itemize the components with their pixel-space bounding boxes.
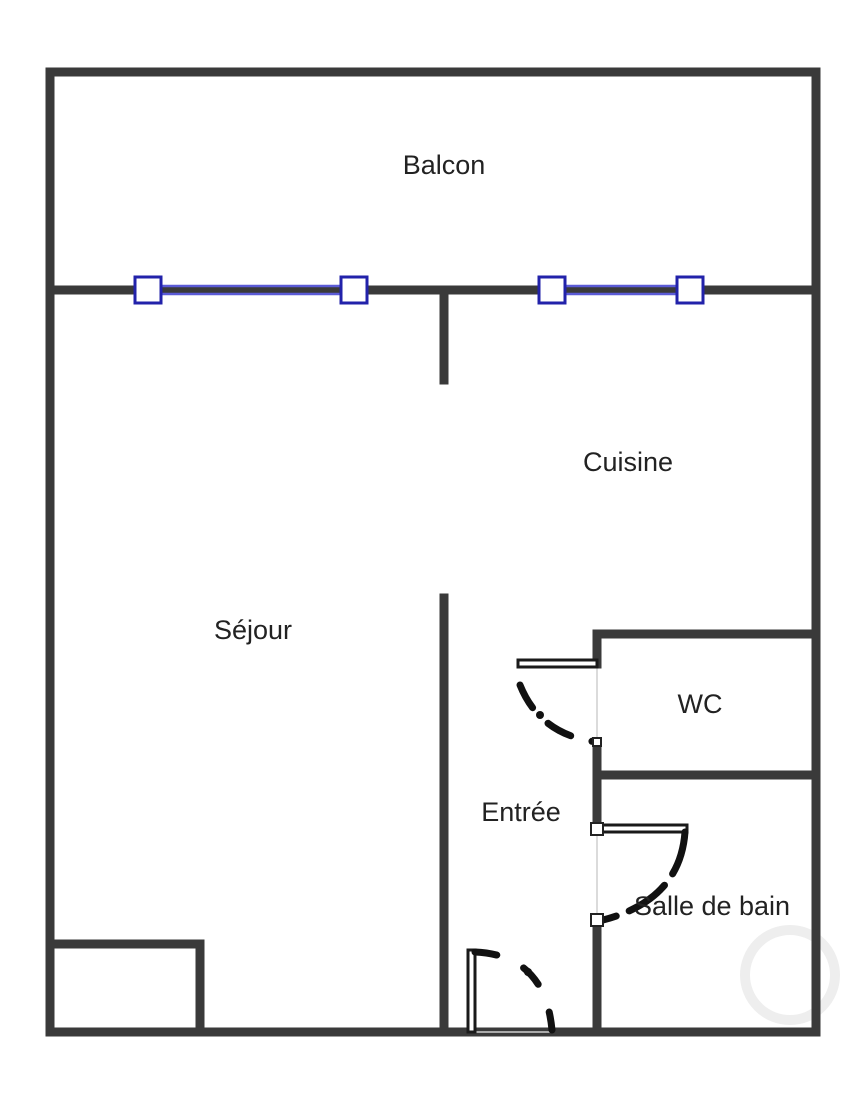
bathroom-door	[590, 822, 689, 927]
room-label-wc: WC	[678, 689, 723, 719]
wc-door	[516, 658, 602, 747]
window-right	[537, 275, 705, 305]
room-label-sejour: Séjour	[214, 615, 292, 645]
room-label-salle-de-bain: Salle de bain	[634, 891, 790, 921]
room-label-balcon: Balcon	[403, 150, 486, 180]
room-label-cuisine: Cuisine	[583, 447, 673, 477]
entry-door	[466, 948, 556, 1034]
watermark	[740, 925, 840, 1025]
room-label-entree: Entrée	[481, 797, 561, 827]
outer-wall	[45, 67, 821, 1037]
window-left	[133, 275, 369, 305]
closet-wall	[45, 939, 205, 1037]
